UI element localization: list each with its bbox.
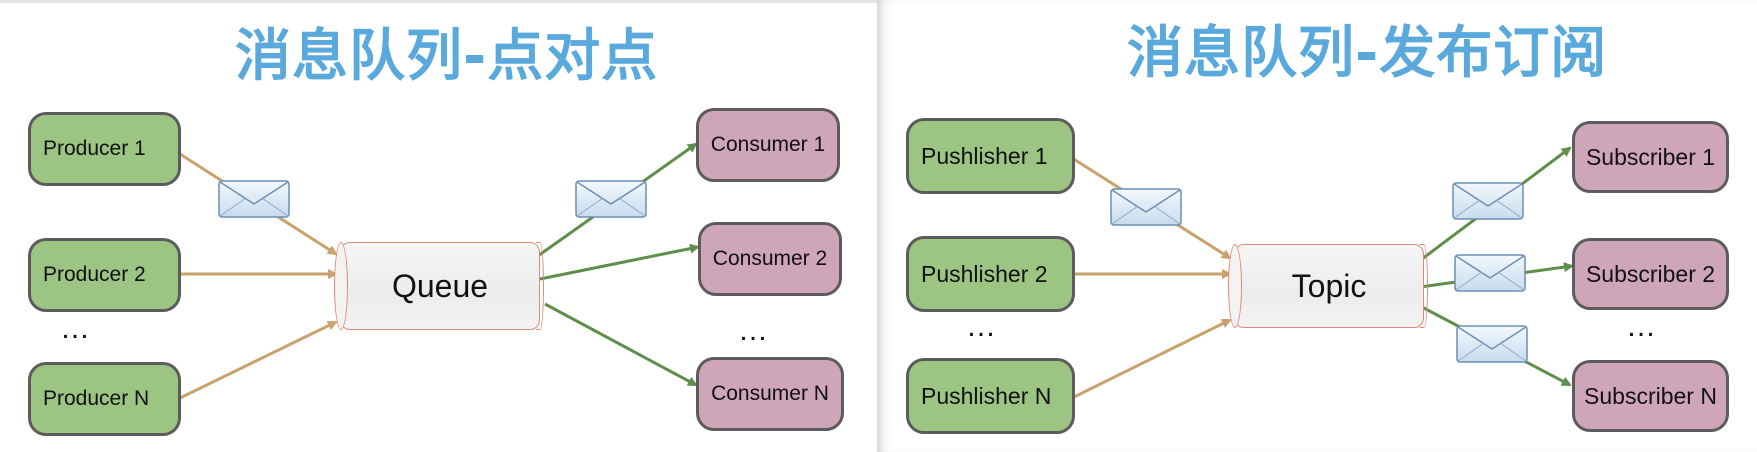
producer-node-2: Producer 2 [28, 238, 181, 312]
publisher-ellipsis: … [966, 310, 999, 343]
envelope-icon [1456, 325, 1528, 363]
queue-cylinder: Queue [334, 242, 544, 330]
topic-cylinder: Topic [1228, 244, 1428, 328]
consumer-node-2: Consumer 2 [698, 222, 842, 296]
envelope-icon [1452, 182, 1524, 220]
consumer-ellipsis: … [738, 314, 771, 347]
arrow-producerN-queue [179, 320, 338, 400]
publisher-node-2: Pushlisher 2 [906, 236, 1075, 312]
arrow-publisherN-topic [1071, 318, 1232, 400]
producer-node-1: Producer 1 [28, 112, 181, 186]
consumer-node-n: Consumer N [696, 357, 844, 431]
arrow-queue-consumer2 [539, 243, 700, 281]
arrow-queue-consumerN [544, 302, 698, 387]
publisher-node-n: Pushlisher N [906, 358, 1075, 434]
producer-ellipsis: … [60, 312, 93, 345]
publisher-node-1: Pushlisher 1 [906, 118, 1075, 194]
producer-node-n: Producer N [28, 362, 181, 436]
subscriber-node-1: Subscriber 1 [1572, 121, 1729, 193]
envelope-icon [575, 180, 647, 218]
publish-subscribe-title: 消息队列-发布订阅 [1127, 21, 1608, 86]
consumer-node-1: Consumer 1 [696, 108, 840, 182]
subscriber-node-n: Subscriber N [1572, 360, 1729, 432]
envelope-icon [218, 180, 290, 218]
queue-label: Queue [391, 267, 489, 304]
envelope-icon [1110, 188, 1182, 226]
topic-label: Topic [1291, 267, 1367, 304]
subscriber-ellipsis: … [1626, 310, 1659, 343]
subscriber-node-2: Subscriber 2 [1572, 238, 1729, 310]
point-to-point-title: 消息队列-点对点 [235, 24, 659, 89]
envelope-icon [1454, 254, 1526, 292]
